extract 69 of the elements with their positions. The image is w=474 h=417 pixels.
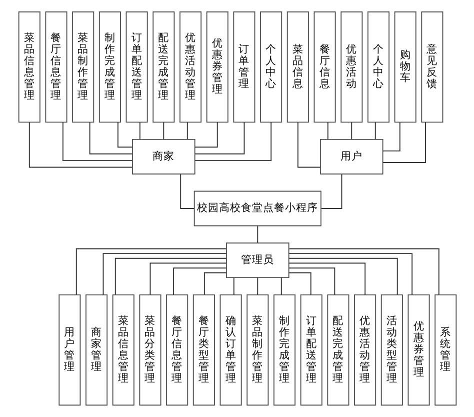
connector <box>28 122 132 168</box>
connector <box>350 122 352 140</box>
node-box: 商家 <box>132 138 195 174</box>
node-box: 购物车 <box>394 11 416 123</box>
node-box: 餐厅类型管理 <box>192 294 214 406</box>
connector <box>62 122 132 162</box>
node-box: 菜品信息管理 <box>112 294 134 406</box>
node-box: 菜品信息 <box>286 11 308 123</box>
node-box: 活动类型管理 <box>380 294 402 406</box>
node-box: 制作完成管理 <box>98 11 120 123</box>
node-box: 意见反馈 <box>420 11 443 123</box>
connector <box>326 122 328 140</box>
connector <box>256 277 258 296</box>
node-box: 商家管理 <box>85 294 108 406</box>
connector <box>296 122 320 168</box>
node-box: 制作完成管理 <box>272 294 296 406</box>
node-box: 个人中心 <box>260 11 282 123</box>
node-box: 优惠券管理 <box>407 294 430 406</box>
node-box: 校园高校食堂点餐小程序 <box>193 190 321 226</box>
node-box: 优惠活动管理 <box>178 11 202 123</box>
node-box: 配送完成管理 <box>326 294 349 406</box>
connector <box>382 122 426 163</box>
connector <box>149 262 226 296</box>
node-box: 菜品制作管理 <box>72 11 94 123</box>
connector <box>194 122 272 162</box>
node-box: 优惠券管理 <box>206 11 228 123</box>
node-box: 订单配送管理 <box>125 11 148 123</box>
connector <box>320 174 342 209</box>
connector <box>186 122 188 140</box>
connector <box>138 122 140 140</box>
connector <box>374 122 376 140</box>
node-box: 菜品信息管理 <box>18 11 40 123</box>
connector <box>194 122 218 148</box>
node-box: 优惠活动 <box>340 11 362 123</box>
node-box: 菜品制作管理 <box>246 294 268 406</box>
node-box: 优惠活动管理 <box>354 294 376 406</box>
connector <box>288 267 335 296</box>
connector <box>102 253 226 296</box>
node-box: 订单管理 <box>232 11 255 123</box>
connector <box>172 267 226 296</box>
connector <box>162 122 164 140</box>
connector <box>232 277 234 296</box>
node-box: 管理员 <box>226 242 289 278</box>
node-box: 餐厅信息管理 <box>166 294 188 406</box>
node-box: 订单配送管理 <box>300 294 322 406</box>
connector <box>114 258 226 296</box>
node-box: 菜品分类管理 <box>138 294 161 406</box>
node-box: 个人中心 <box>366 11 389 123</box>
connector <box>280 277 282 296</box>
node-box: 确认订单管理 <box>219 294 242 406</box>
connector <box>288 262 366 296</box>
node-box: 用户管理 <box>58 294 80 406</box>
connector <box>194 122 244 154</box>
node-box: 餐厅信息管理 <box>44 11 67 123</box>
connector <box>75 248 226 296</box>
node-box: 用户 <box>319 138 383 174</box>
node-box: 餐厅信息 <box>313 11 336 123</box>
connector <box>288 272 311 296</box>
connector <box>288 258 398 296</box>
connector <box>256 226 258 244</box>
connector <box>288 253 412 296</box>
connector <box>203 272 226 296</box>
connector <box>116 122 132 148</box>
node-box: 系统管理 <box>434 294 456 406</box>
connector <box>288 248 439 296</box>
connector <box>88 122 132 154</box>
connector <box>180 174 194 209</box>
node-box: 配送完成管理 <box>152 11 174 123</box>
connector <box>382 122 400 152</box>
